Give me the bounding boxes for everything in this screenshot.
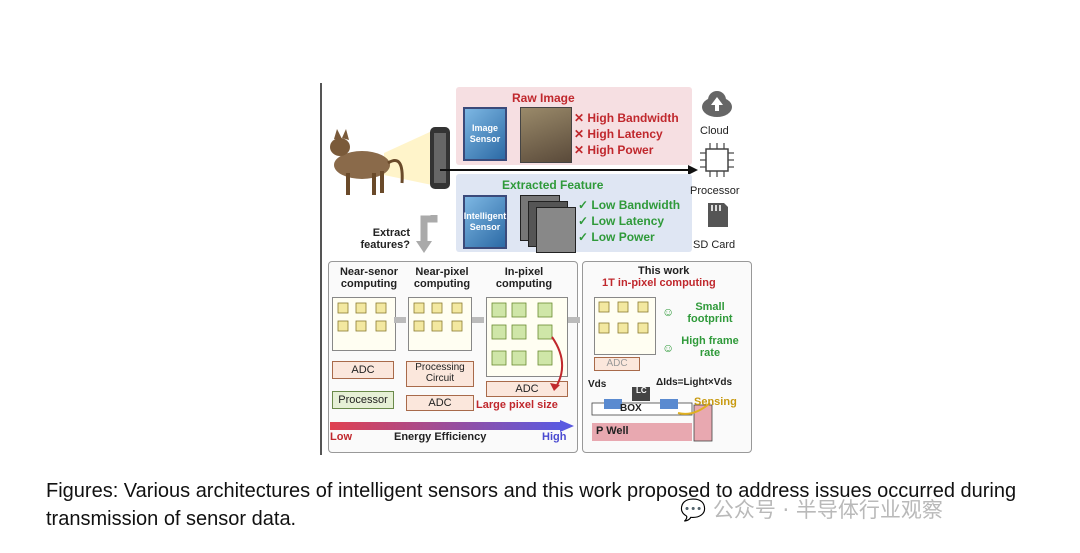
- formula-label: ΔIds=Light×Vds: [656, 377, 733, 388]
- adc-box-in-pixel: ADC: [486, 381, 568, 397]
- figure-caption: Figures: Various architectures of intell…: [46, 480, 1017, 530]
- adc-box-near-sensor: ADC: [332, 361, 394, 379]
- raw-issue-bandwidth: ✕ High Bandwidth: [574, 111, 679, 125]
- extract-features-prompt: Extract features?: [360, 227, 410, 251]
- this-work-subtitle: 1T in-pixel computing: [602, 277, 716, 289]
- cloud-icon: [702, 91, 732, 117]
- energy-high-label: High: [542, 431, 567, 443]
- feature-benefit-bandwidth: ✓ Low Bandwidth: [578, 198, 681, 212]
- p-well-label: P Well: [596, 425, 629, 437]
- down-arrow-icon: [416, 215, 438, 253]
- gray-arrow-3: [568, 317, 580, 323]
- this-work-title: This work: [638, 265, 690, 277]
- this-work-pixel-cells: [598, 301, 649, 334]
- transistor-cross-section: [591, 387, 713, 442]
- extracted-feature-title: Extracted Feature: [502, 178, 604, 192]
- intelligent-sensor-chip: Intelligent Sensor: [463, 195, 507, 249]
- sd-card-label: SD Card: [693, 239, 736, 251]
- sensing-label: Sensing: [694, 396, 737, 408]
- lc-label: LC: [636, 386, 647, 395]
- watermark-text: 公众号 · 半导体行业观察: [712, 498, 943, 522]
- energy-low-label: Low: [330, 431, 352, 443]
- feature-benefit-power: ✓ Low Power: [578, 230, 655, 244]
- smiley-icon-1: ☺: [662, 305, 675, 319]
- cat-camera-illustration: [330, 127, 450, 195]
- box-label: BOX: [620, 403, 642, 414]
- raw-issue-power: ✕ High Power: [574, 143, 654, 157]
- near-sensor-title: Near-senor computing: [339, 266, 399, 290]
- smiley-icon-2: ☺: [662, 341, 675, 355]
- benefit-small-footprint: Small footprint: [687, 301, 733, 325]
- adc-box-near-pixel: ADC: [406, 395, 474, 411]
- processor-box: Processor: [332, 391, 394, 409]
- architecture-figure: Raw Image Image Sensor ✕ High Bandwidth …: [320, 83, 752, 455]
- large-pixel-size-label: Large pixel size: [476, 399, 558, 411]
- processor-label: Processor: [690, 185, 740, 197]
- in-pixel-title: In-pixel computing: [495, 266, 553, 290]
- red-curved-arrow: [550, 336, 563, 391]
- gray-arrow-2: [472, 317, 484, 323]
- wechat-icon: 💬: [680, 498, 707, 522]
- gray-arrow-1: [394, 317, 406, 323]
- benefit-high-frame-rate: High frame rate: [681, 335, 739, 359]
- near-pixel-title: Near-pixel computing: [413, 266, 471, 290]
- pixel-cells-decoration: [337, 302, 553, 366]
- raw-image-title: Raw Image: [512, 91, 575, 105]
- processor-chip-icon: [700, 143, 734, 177]
- feature-benefit-latency: ✓ Low Latency: [578, 214, 665, 228]
- cat-photo: [520, 107, 572, 163]
- raw-issue-latency: ✕ High Latency: [574, 127, 663, 141]
- feature-map-3: [536, 207, 576, 253]
- cloud-label: Cloud: [700, 125, 729, 137]
- adc-box-this-work: ADC: [594, 357, 640, 371]
- transmission-arrow: [440, 165, 698, 175]
- figure-left-border: [320, 83, 322, 455]
- sd-card-icon: [708, 203, 728, 227]
- processing-circuit-box: Processing Circuit: [406, 361, 474, 387]
- watermark: 💬 公众号 · 半导体行业观察: [680, 494, 943, 524]
- energy-efficiency-bar: [330, 420, 574, 432]
- vds-label: Vds: [588, 379, 607, 390]
- energy-efficiency-label: Energy Efficiency: [394, 431, 487, 443]
- image-sensor-chip: Image Sensor: [463, 107, 507, 161]
